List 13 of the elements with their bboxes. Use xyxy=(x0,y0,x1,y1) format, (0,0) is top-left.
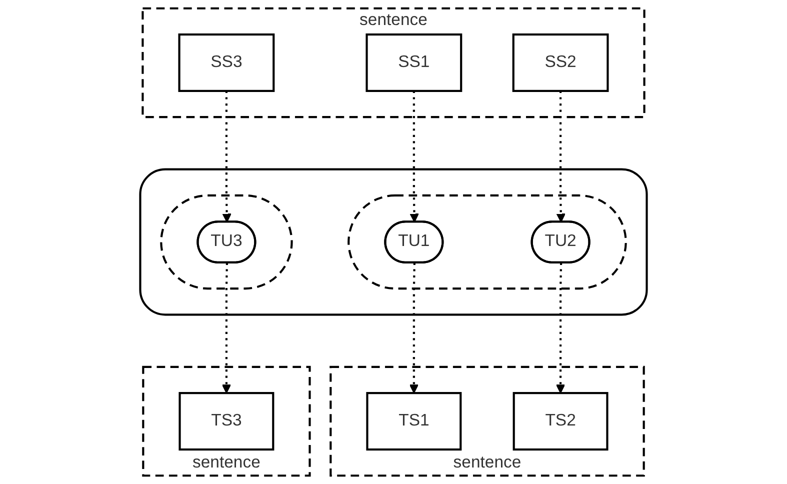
arrow xyxy=(556,262,566,394)
node-box: TS1 xyxy=(366,392,462,451)
node-box: SS2 xyxy=(512,33,609,92)
node-box: SS3 xyxy=(178,33,275,92)
arrow xyxy=(222,262,232,394)
arrow xyxy=(410,90,419,223)
arrow xyxy=(556,90,566,223)
node-box: SS1 xyxy=(366,33,462,92)
node-box: TS3 xyxy=(178,392,274,451)
arrow xyxy=(222,90,232,223)
node-box: TS2 xyxy=(512,392,608,451)
arrow xyxy=(409,262,419,394)
cluster xyxy=(139,168,648,316)
